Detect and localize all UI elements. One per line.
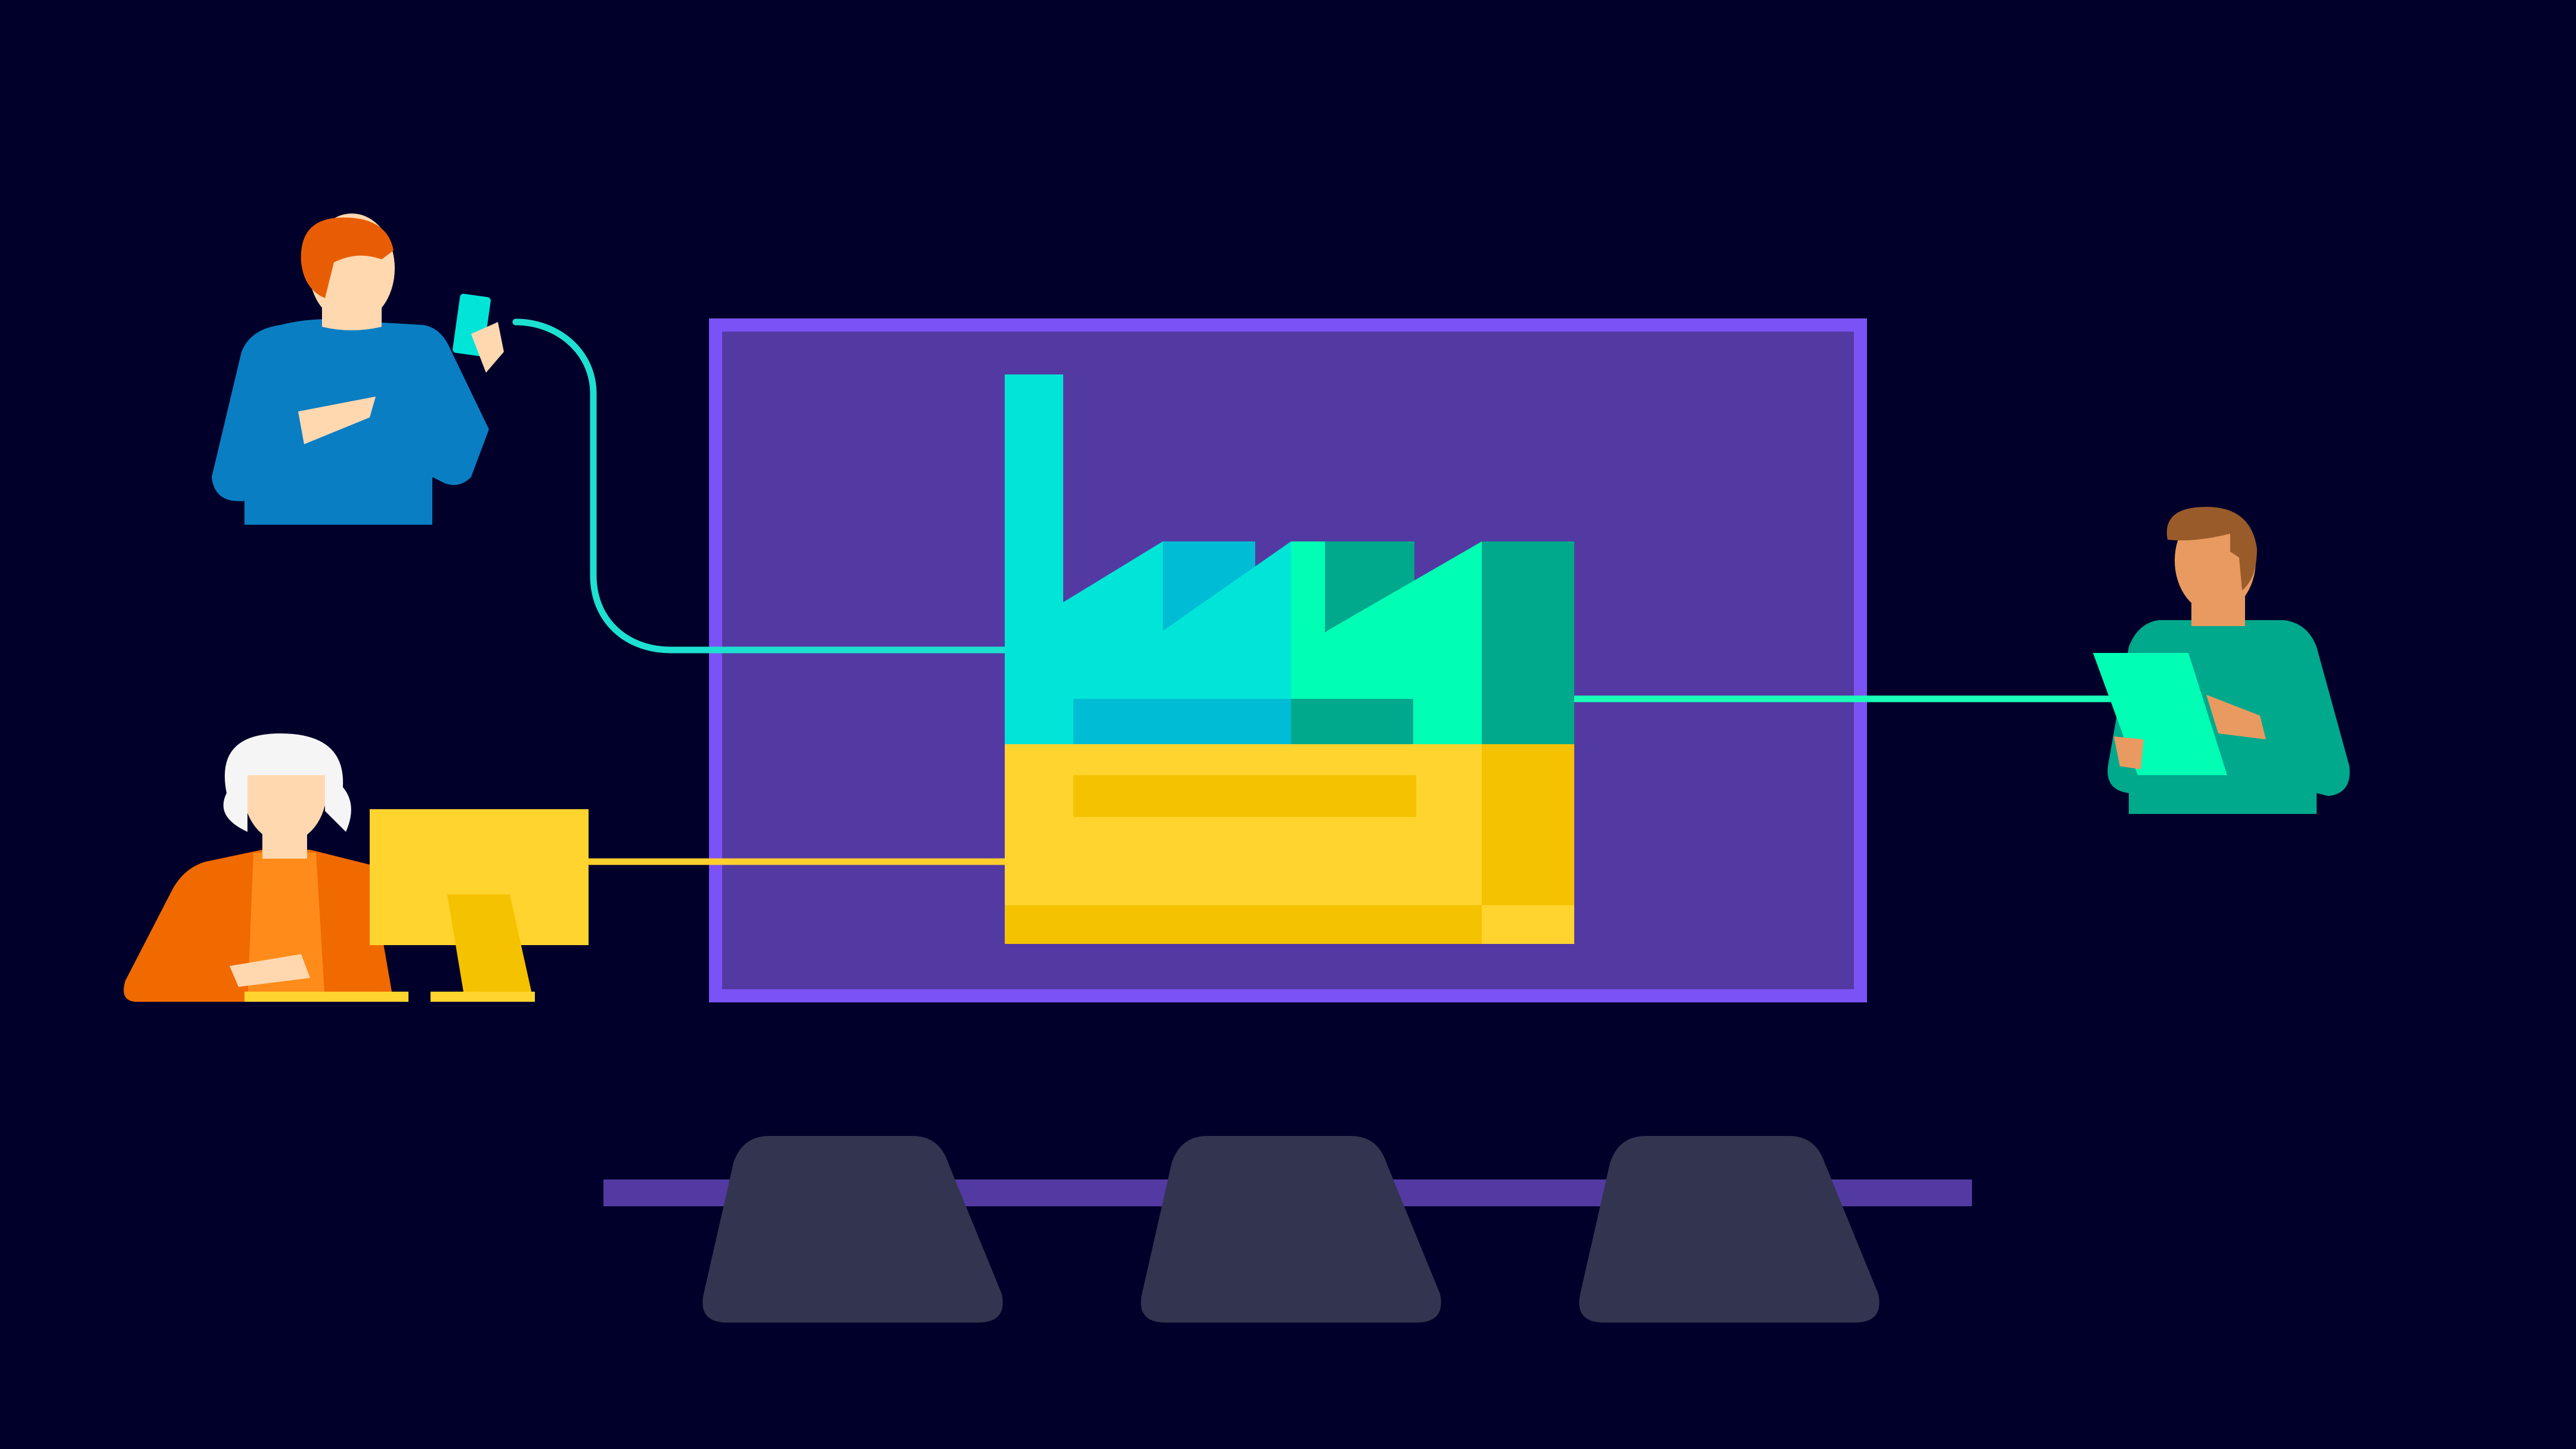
seat-icon xyxy=(702,1136,1003,1323)
person-with-tablet xyxy=(2093,507,2350,814)
person-with-phone xyxy=(212,213,504,525)
factory-base-footer xyxy=(1005,905,1482,944)
seat-right xyxy=(1579,1136,1880,1323)
person-3-hair xyxy=(2166,507,2257,590)
person-1-hair xyxy=(301,217,394,298)
factory-roof-1 xyxy=(1063,541,1163,744)
factory-roof-2b xyxy=(1291,541,1325,744)
monitor-desk-right xyxy=(431,992,535,1002)
factory-roof-2 xyxy=(1163,541,1291,744)
factory-roof-3 xyxy=(1325,541,1482,744)
person-2-hand xyxy=(230,954,310,987)
factory-icon xyxy=(1005,374,1574,944)
monitor-stand xyxy=(447,894,534,1002)
factory-base-side xyxy=(1482,744,1574,905)
person-at-monitor xyxy=(123,733,589,1002)
factory-window-strip xyxy=(1073,775,1416,817)
monitor-icon xyxy=(244,809,589,1002)
person-1-hand xyxy=(298,397,376,444)
person-3-hand-left xyxy=(2114,736,2144,769)
factory-end-block xyxy=(1482,541,1574,744)
factory-band-blue xyxy=(1073,699,1291,744)
factory-chimney xyxy=(1005,374,1063,744)
person-1-phone-hand xyxy=(471,322,504,373)
seat-icon xyxy=(1579,1136,1880,1323)
person-3-hand-right xyxy=(2206,695,2266,739)
monitor-desk-left xyxy=(244,992,408,1002)
seat-left xyxy=(702,1136,1003,1323)
connection-line-cyan xyxy=(512,318,1011,654)
seat-center xyxy=(1141,1136,1441,1323)
person-2-hair xyxy=(223,733,351,832)
seat-icon xyxy=(1141,1136,1441,1323)
factory-band-teal xyxy=(1291,699,1413,744)
